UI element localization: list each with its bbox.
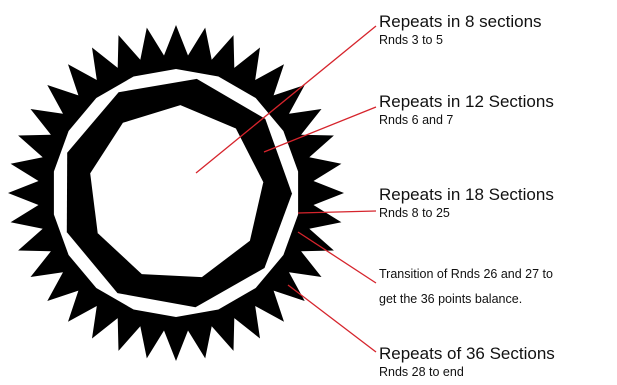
annotation-36-sections: Repeats of 36 Sections Rnds 28 to end: [379, 344, 555, 380]
leader-line-36-sections: [288, 285, 376, 352]
annotation-12-sections: Repeats in 12 Sections Rnds 6 and 7: [379, 92, 554, 128]
annotation-detail: Rnds 6 and 7: [379, 112, 554, 128]
annotation-heading: Repeats in 18 Sections: [379, 185, 554, 205]
leader-line-transition: [298, 232, 376, 283]
annotation-heading: Repeats of 36 Sections: [379, 344, 555, 364]
annotation-heading: Repeats in 8 sections: [379, 12, 542, 32]
annotation-detail: Rnds 28 to end: [379, 364, 555, 380]
annotation-8-sections: Repeats in 8 sections Rnds 3 to 5: [379, 12, 542, 48]
annotation-note-line: Transition of Rnds 26 and 27 to: [379, 262, 553, 287]
annotation-detail: Rnds 8 to 25: [379, 205, 554, 221]
annotation-detail: Rnds 3 to 5: [379, 32, 542, 48]
annotation-transition: Transition of Rnds 26 and 27 to get the …: [379, 262, 553, 312]
annotation-18-sections: Repeats in 18 Sections Rnds 8 to 25: [379, 185, 554, 221]
annotation-heading: Repeats in 12 Sections: [379, 92, 554, 112]
annotation-note-line: get the 36 points balance.: [379, 287, 553, 312]
